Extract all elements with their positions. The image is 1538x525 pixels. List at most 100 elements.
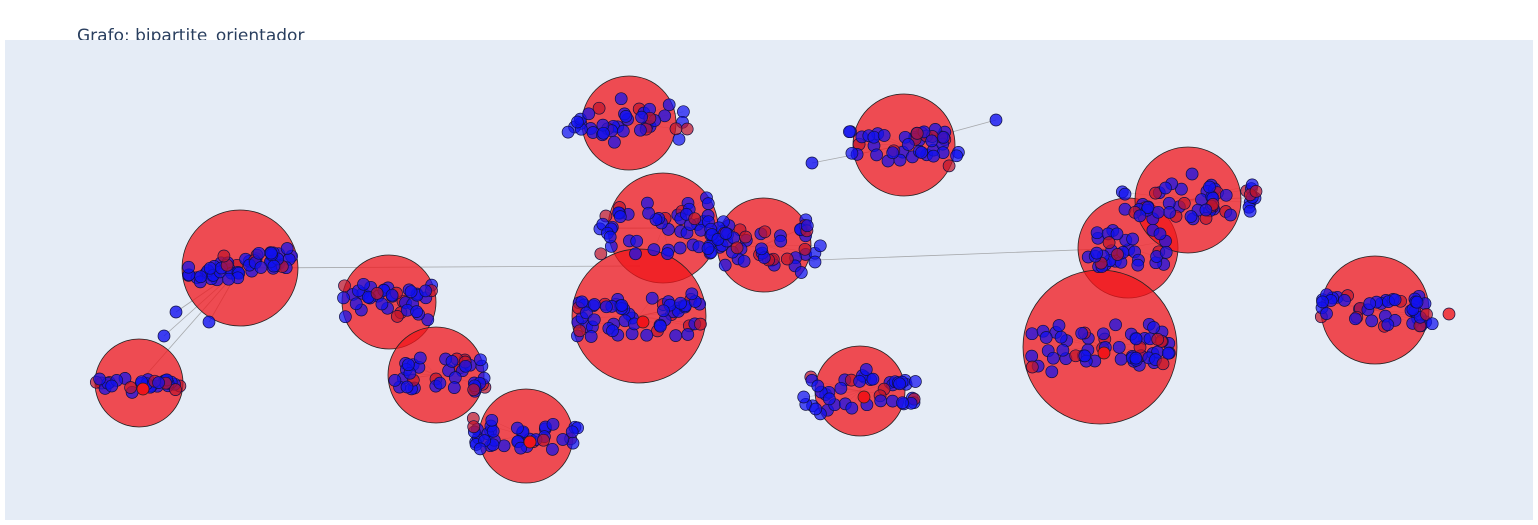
graph-node (594, 247, 608, 261)
graph-node (202, 315, 216, 329)
graph-node (1420, 308, 1433, 321)
graph-node (843, 125, 856, 139)
graph-node (573, 324, 587, 338)
graph-node (1118, 187, 1132, 201)
graph-node (1025, 327, 1039, 341)
graph-node (385, 288, 399, 302)
graph-node (357, 277, 370, 291)
graph-node (774, 234, 788, 248)
graph-node (410, 305, 423, 318)
graph-node (203, 261, 217, 275)
graph-node (925, 134, 939, 148)
graph-node (597, 126, 610, 140)
graph-node (1114, 352, 1128, 366)
graph-node (1102, 236, 1116, 249)
graph-node (1045, 365, 1059, 379)
small-hub-node (136, 382, 150, 396)
graph-node (1161, 346, 1175, 360)
graph-node (349, 297, 363, 311)
graph-node (870, 148, 883, 162)
graph-node (1056, 343, 1070, 357)
graph-node (654, 319, 667, 333)
small-hub-node (523, 435, 537, 449)
graph-node (1184, 210, 1198, 223)
graph-node (337, 291, 350, 305)
graph-node (739, 230, 752, 244)
graph-node (674, 296, 687, 310)
graph-node (910, 127, 924, 140)
graph-node (685, 287, 699, 301)
graph-node (254, 261, 268, 274)
graph-node (546, 417, 560, 431)
graph-node (370, 287, 384, 300)
graph-node (859, 363, 873, 376)
graph-node (672, 132, 686, 146)
graph-node (701, 197, 715, 210)
graph-node (874, 394, 888, 408)
graph-node (613, 210, 627, 223)
graph-node (459, 359, 472, 373)
graph-node (614, 92, 628, 106)
graph-node (798, 242, 812, 256)
graph-node (375, 297, 389, 311)
graph-node (619, 110, 633, 123)
graph-node (755, 242, 768, 256)
graph-node (152, 376, 165, 389)
graph-node (730, 241, 744, 255)
graph-node (616, 124, 630, 138)
graph-node (1159, 181, 1172, 195)
graph-node (877, 129, 891, 142)
graph-node (896, 396, 909, 410)
graph-node (800, 219, 814, 233)
graph-node (780, 252, 794, 266)
graph-node (1111, 248, 1124, 261)
graph-node (642, 206, 655, 220)
graph-node (1025, 360, 1039, 374)
graph-node (1199, 203, 1213, 217)
graph-node (822, 392, 836, 406)
graph-node (421, 313, 435, 327)
graph-node (390, 310, 404, 323)
graph-node (834, 381, 848, 395)
graph-node (797, 390, 811, 404)
graph-node (561, 125, 575, 139)
graph-node (565, 425, 579, 439)
graph-node (1141, 201, 1155, 214)
graph-node (182, 260, 195, 274)
graph-node (1131, 258, 1145, 272)
graph-node (1110, 227, 1124, 241)
graph-node (1156, 357, 1170, 371)
graph-node (688, 212, 702, 226)
graph-node (1410, 295, 1424, 309)
graph-node (634, 123, 647, 137)
graph-node (694, 317, 707, 331)
graph-node (1126, 232, 1139, 246)
graph-node (447, 381, 461, 394)
edge-line (763, 247, 1129, 263)
graph-node (805, 156, 819, 170)
graph-node (669, 122, 683, 136)
graph-node (582, 107, 596, 121)
small-hub-node (636, 315, 650, 329)
graph-node (1129, 351, 1143, 365)
graph-node (514, 441, 528, 455)
graph-node (1109, 318, 1122, 332)
graph-node (1090, 246, 1104, 260)
graph-node (719, 227, 733, 240)
graph-node (1159, 246, 1173, 259)
nodes-layer (89, 92, 1456, 456)
graph-node (635, 110, 648, 124)
graph-node (718, 258, 732, 272)
graph-node (758, 225, 772, 239)
graph-node (1075, 326, 1089, 340)
small-hub-node (1442, 307, 1456, 321)
graph-node (661, 247, 674, 260)
graph-node (157, 329, 171, 343)
graph-node (474, 353, 487, 367)
graph-node (1338, 294, 1351, 307)
graph-node (1388, 293, 1402, 307)
graph-node (662, 98, 676, 112)
graph-node (927, 149, 940, 163)
graph-node (1046, 351, 1060, 365)
graph-node (556, 433, 570, 446)
